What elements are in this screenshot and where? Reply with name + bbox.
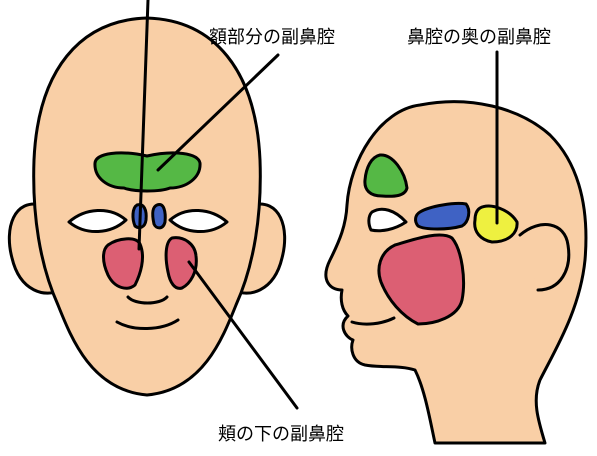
front-head xyxy=(9,18,284,395)
front-right-ethmoid xyxy=(153,204,165,227)
front-frontal-sinus xyxy=(95,153,200,191)
frontal-sinus-label: 額部分の副鼻腔 xyxy=(209,27,335,48)
front-face-outline xyxy=(34,18,261,395)
maxillary-sinus-label: 頬の下の副鼻腔 xyxy=(218,424,344,445)
front-right-maxillary xyxy=(166,238,196,289)
side-head xyxy=(326,102,586,443)
sphenoid-sinus-label: 鼻腔の奥の副鼻腔 xyxy=(407,27,551,48)
